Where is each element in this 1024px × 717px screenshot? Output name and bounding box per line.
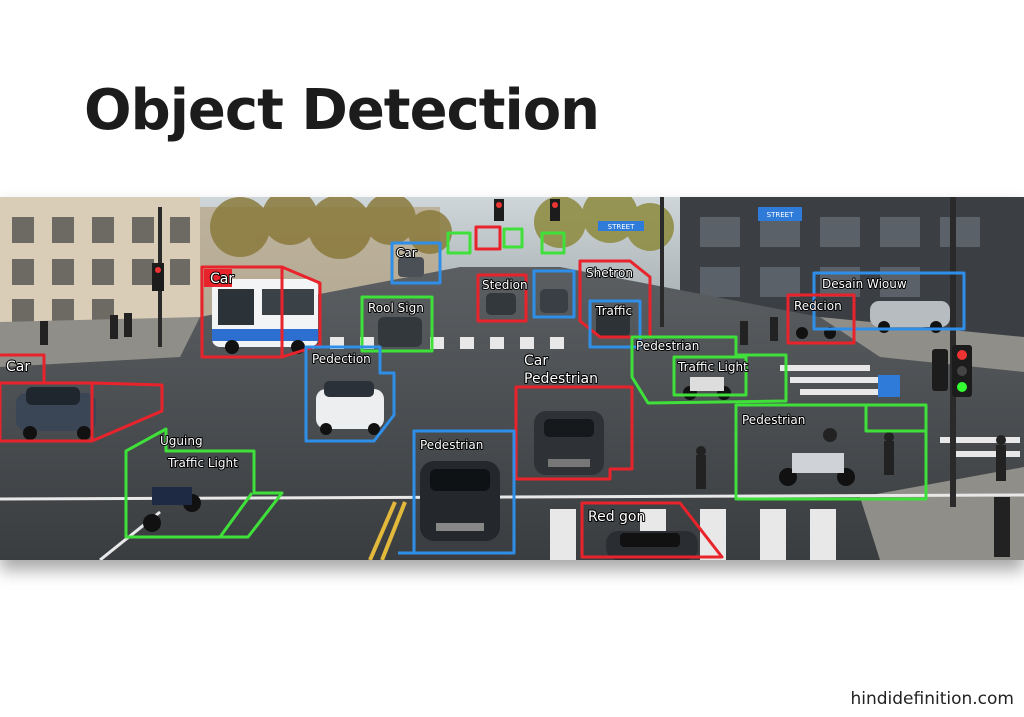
car-white xyxy=(316,381,384,435)
pedestrians xyxy=(40,313,1006,489)
car-bottom xyxy=(606,531,698,560)
bbox-car-center: Car Pedestrian xyxy=(514,352,634,481)
street-scene-image: STREET STREET xyxy=(0,197,1024,560)
page-title: Object Detection xyxy=(84,78,600,143)
bbox-car-far: Car xyxy=(390,241,442,285)
bbox-road-sign: Rool Sign xyxy=(360,295,434,353)
sidewalk-right xyxy=(820,317,1024,372)
label-car-left: Car xyxy=(6,359,30,375)
bbox-desain-wiouw: Desain Wiouw xyxy=(812,271,966,331)
center-line-yellow-2 xyxy=(380,501,407,560)
label-car-center: Car xyxy=(524,353,548,369)
label-pedestrian-center: Pedestrian xyxy=(524,371,598,387)
car-front-black xyxy=(420,461,500,541)
scene-illustration: STREET STREET xyxy=(0,197,1024,560)
label-uguing: Uguing xyxy=(160,434,203,448)
street-sign-right xyxy=(758,207,802,221)
street-sign-left-text: STREET xyxy=(608,223,635,231)
bbox-car-bus: Car xyxy=(200,265,322,359)
label-pedestrian-right: Pedestrian xyxy=(742,413,805,427)
bbox-car-left: Car xyxy=(0,353,164,443)
center-line-yellow xyxy=(368,501,397,560)
bus xyxy=(212,279,318,354)
car-left xyxy=(16,387,96,440)
bbox-small-car xyxy=(532,269,576,319)
watermark: hindidefinition.com xyxy=(850,689,1014,709)
bbox-pedestrian-front: Pedestrian xyxy=(398,429,516,555)
bbox-traffic: Traffic xyxy=(588,299,642,349)
bbox-pedestrian-green: Pedestrian xyxy=(630,335,788,405)
label-car-bus: Car xyxy=(210,271,234,287)
label-traffic-light-right: Traffic Light xyxy=(677,360,748,374)
bbox-red-gon: Red gon xyxy=(580,501,724,559)
label-pedestrian-green: Pedestrian xyxy=(636,339,699,353)
label-car-far: Car xyxy=(396,246,417,260)
bbox-motorcycle-left: Uguing Traffic Light xyxy=(124,427,284,539)
bbox-pedestrian-right: Pedestrian xyxy=(734,403,928,501)
traffic-light-poles xyxy=(152,197,1010,557)
car-center-dark xyxy=(534,411,604,475)
label-redcion: Redcion xyxy=(794,299,842,313)
label-pedection: Pedection xyxy=(312,352,371,366)
label-traffic: Traffic xyxy=(595,304,632,318)
crosswalk-right xyxy=(780,365,1020,457)
label-pedestrian-front: Pedestrian xyxy=(420,438,483,452)
bbox-stedion: Stedion xyxy=(476,273,529,323)
label-stedion: Stedion xyxy=(482,278,528,292)
bbox-redcion: Redcion xyxy=(786,293,856,345)
bbox-pedection: Pedection xyxy=(304,345,396,443)
sidewalk-corner xyxy=(860,467,1024,560)
motorcycles xyxy=(143,327,855,532)
label-traffic-light-left: Traffic Light xyxy=(167,456,238,470)
bbox-traffic-light-right: Traffic Light xyxy=(672,355,749,397)
street-sign-right-text: STREET xyxy=(767,211,794,219)
label-road-sign: Rool Sign xyxy=(368,301,424,315)
building-left-windows xyxy=(12,217,190,325)
label-red-gon: Red gon xyxy=(588,509,645,525)
sidewalk-left xyxy=(0,317,200,367)
street-sign-left xyxy=(598,221,644,231)
car-small-middle xyxy=(378,257,630,347)
label-shetron: Shetron xyxy=(586,266,633,280)
bbox-top-signals xyxy=(446,225,566,255)
label-desain-wiouw: Desain Wiouw xyxy=(822,277,907,291)
